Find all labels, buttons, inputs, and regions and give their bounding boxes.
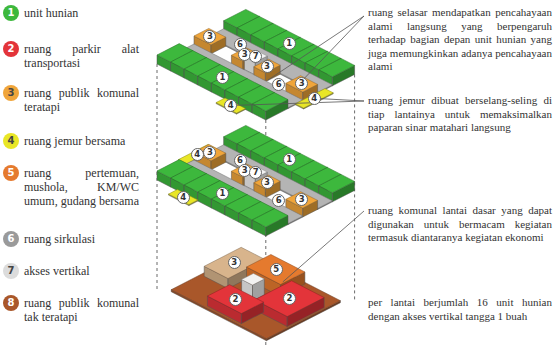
legend-number: 1 (3, 5, 19, 21)
annotation-note: ruang selasar mendapatkan pencahayaan al… (368, 6, 552, 74)
iso-top-face (264, 146, 300, 164)
iso-top-face (319, 58, 355, 76)
iso-top-face (264, 30, 300, 48)
callout-number: 1 (283, 153, 296, 166)
legend-text: ruang pertemuan, mushola, KM/WC umum, gu… (24, 166, 139, 208)
legend-number: 3 (3, 85, 19, 101)
iso-top-face (286, 192, 318, 208)
legend-text: unit hunian (24, 6, 139, 20)
iso-top-face (209, 29, 333, 93)
iso-top-face (319, 174, 355, 192)
iso-top-face (171, 252, 340, 339)
iso-top-face (207, 285, 263, 314)
legend-number: 2 (3, 41, 19, 57)
callout-number: 7 (249, 166, 262, 179)
legend-number: 8 (3, 295, 19, 311)
iso-top-face (295, 89, 333, 108)
callout-number: 6 (272, 78, 285, 91)
callout-number: 3 (228, 256, 241, 269)
callout-number: 1 (283, 37, 296, 50)
iso-top-face (252, 93, 288, 111)
callout-number: 3 (261, 176, 274, 189)
iso-top-face (198, 65, 234, 83)
iso-top-face (209, 145, 333, 209)
iso-top-face (194, 28, 226, 44)
leader-line (314, 98, 364, 101)
leader-line (231, 101, 364, 106)
annotation-note: ruang jemur dibuat berselang-seling di t… (368, 94, 552, 135)
annotation-note: per lantai berjumlah 16 unit hunian deng… (368, 296, 552, 323)
callout-number: 4 (308, 92, 321, 105)
iso-top-face (169, 190, 198, 205)
annotation-note: ruang komunal lantai dasar yang dapat di… (368, 204, 552, 245)
callout-number: 2 (229, 293, 242, 306)
legend-number: 5 (3, 165, 19, 181)
callout-number: 5 (270, 263, 283, 276)
iso-top-face (255, 281, 325, 317)
iso-top-face (286, 76, 318, 92)
callout-number: 4 (177, 191, 190, 204)
legend-number: 7 (3, 263, 19, 279)
legend-number: 4 (3, 133, 19, 149)
callout-number: 1 (216, 71, 229, 84)
callout-number: 1 (216, 187, 229, 200)
legend-text: ruang jemur bersama (24, 134, 139, 148)
leader-line (268, 16, 364, 80)
iso-top-face (242, 273, 265, 285)
legend-text: ruang publik komunal teratapi (24, 86, 139, 114)
legend-text: ruang publik komunal tak teratapi (24, 296, 139, 324)
callout-number: 3 (261, 60, 274, 73)
leader-line (305, 16, 364, 78)
iso-top-face (252, 209, 288, 227)
callout-number: 7 (249, 50, 262, 63)
leader-line (283, 211, 364, 282)
iso-top-face (198, 181, 234, 199)
callout-number: 4 (191, 148, 204, 161)
callout-number: 6 (272, 194, 285, 207)
legend-text: ruang sirkulasi (24, 232, 139, 246)
legend-text: akses vertikal (24, 264, 139, 278)
callout-number: 2 (283, 292, 296, 305)
legend-number: 6 (3, 231, 19, 247)
legend-text: ruang parkir alat transportasi (24, 42, 139, 70)
